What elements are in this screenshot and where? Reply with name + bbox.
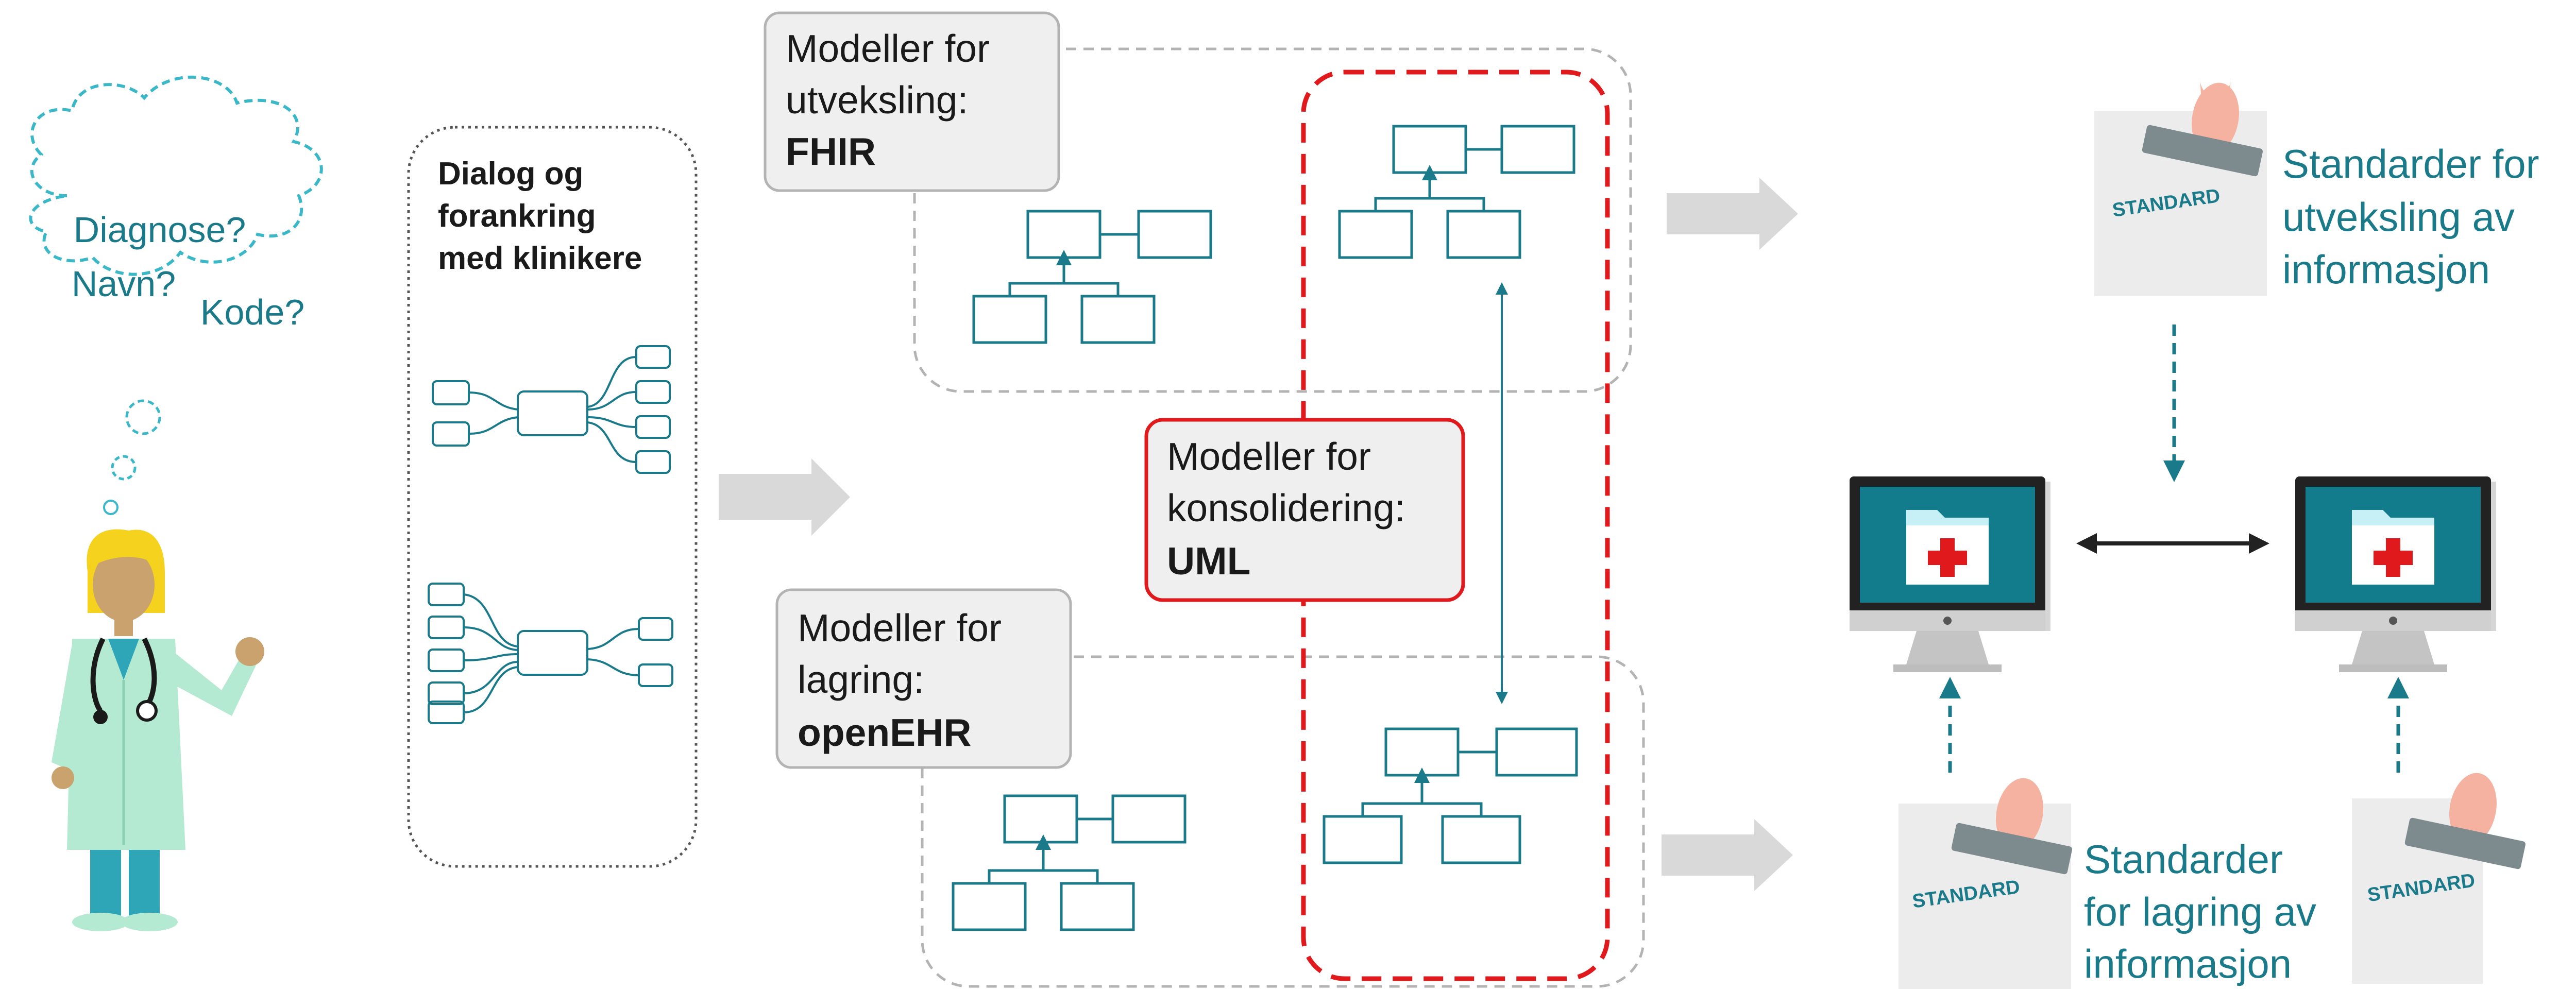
storage-line-3: informasjon — [2084, 941, 2292, 986]
thought-navn: Navn? — [72, 264, 176, 304]
class-diagram-uml-bottom — [1323, 727, 1578, 864]
exchange-line-3: informasjon — [2282, 247, 2490, 292]
uml-callout-line-2: konsolidering: — [1167, 486, 1405, 530]
fhir-callout-bold: FHIR — [786, 130, 876, 173]
mind-map-bottom — [428, 583, 673, 724]
openehr-callout: Modeller for lagring: openEHR — [775, 588, 1072, 769]
flow-arrow-to-models — [719, 458, 850, 536]
flow-arrow-exchange — [1667, 178, 1798, 250]
storage-line-2: for lagring av — [2084, 889, 2316, 934]
clinician-figure — [52, 529, 264, 931]
exchange-line-2: utveksling av — [2282, 194, 2515, 240]
flow-arrow-storage — [1662, 819, 1793, 891]
class-diagram-uml-top — [1338, 125, 1575, 259]
uml-callout: Modeller for konsolidering: UML — [1144, 418, 1465, 602]
exchange-line-1: Standarder for — [2282, 141, 2539, 186]
storage-standard-document-right: STANDARD — [2352, 773, 2526, 984]
storage-line-1: Standarder — [2084, 837, 2283, 882]
fhir-callout-line-2: utveksling: — [786, 78, 968, 122]
dialog-line-1: Dialog og — [438, 156, 583, 192]
openehr-callout-line-1: Modeller for — [798, 606, 1002, 650]
exchange-standards-label: Standarder for utveksling av informasjon — [2282, 141, 2539, 292]
thought-kode: Kode? — [200, 292, 304, 332]
uml-callout-bold: UML — [1167, 539, 1250, 583]
computer-left — [1850, 476, 2050, 672]
mind-map-top — [432, 345, 671, 474]
class-diagram-openehr — [952, 794, 1187, 931]
fhir-callout: Modeller for utveksling: FHIR — [764, 11, 1060, 192]
thought-diagnose: Diagnose? — [74, 210, 246, 250]
uml-callout-line-1: Modeller for — [1167, 435, 1371, 478]
dialog-box: Dialog og forankring med klinikere — [407, 126, 698, 868]
openehr-callout-bold: openEHR — [798, 711, 972, 754]
storage-standard-document-left: STANDARD — [1899, 778, 2072, 989]
dialog-line-3: med klinikere — [438, 241, 642, 276]
thought-cloud: Diagnose? Navn? Kode? — [29, 75, 323, 515]
exchange-standard-document: STANDARD — [2094, 77, 2267, 296]
class-diagram-fhir — [972, 210, 1212, 344]
fhir-cluster — [913, 47, 1632, 393]
storage-standards-label: Standarder for lagring av informasjon — [2084, 837, 2316, 986]
openehr-cluster — [921, 655, 1645, 988]
computer-right — [2295, 476, 2496, 672]
openehr-callout-line-2: lagring: — [798, 658, 924, 701]
fhir-callout-line-1: Modeller for — [786, 27, 990, 70]
dialog-line-2: forankring — [438, 198, 596, 234]
